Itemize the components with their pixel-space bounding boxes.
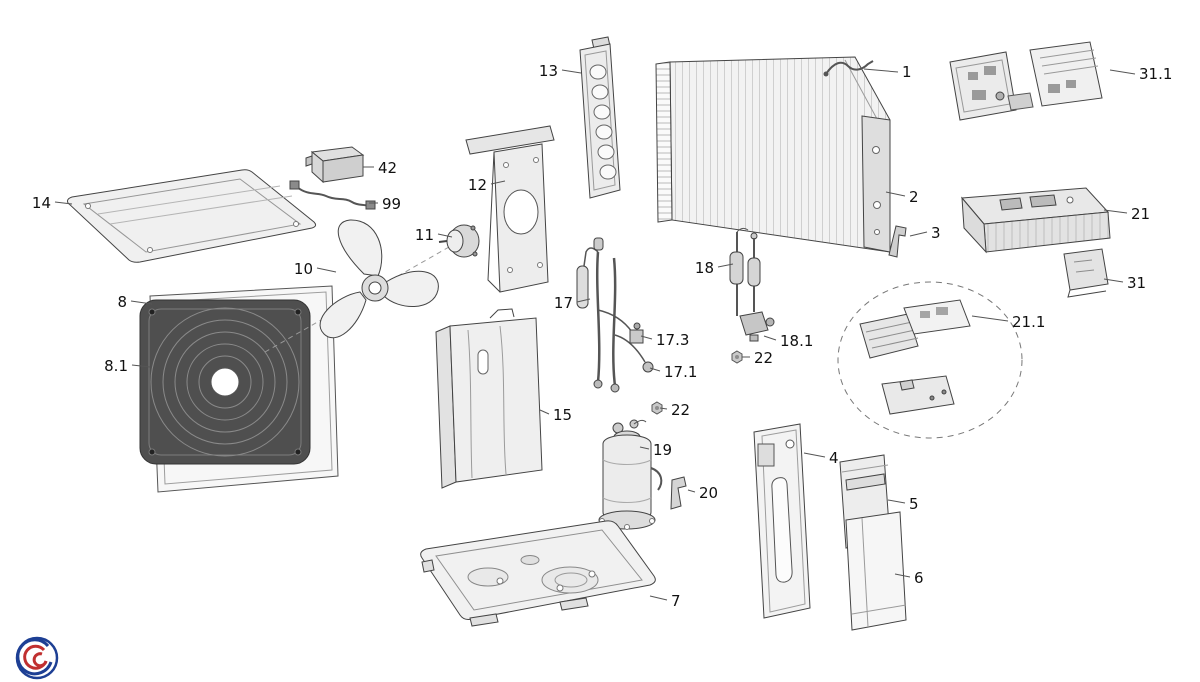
part-label-31-1: 31.1: [1139, 65, 1172, 83]
part-fan-grille-8-1: [139, 299, 311, 465]
part-side-net-panel-13: [579, 36, 621, 199]
part-sensor-wire-1: [823, 60, 874, 77]
part-label-18-1: 18.1: [780, 332, 813, 350]
part-label-10: 10: [294, 260, 313, 278]
part-valve-17-3: [629, 322, 644, 344]
part-valve-assembly-18: [729, 227, 775, 342]
part-clip-20: [670, 476, 687, 510]
part-label-5: 5: [909, 495, 919, 513]
part-nut-22-b: [651, 401, 663, 415]
part-label-19: 19: [653, 441, 672, 459]
part-pipe-assembly-17: [576, 237, 654, 393]
part-label-15: 15: [553, 406, 572, 424]
part-valve-18-1: [739, 311, 775, 342]
part-pcb-boards-31-1: [949, 41, 1103, 121]
part-label-22-b: 22: [671, 401, 690, 419]
part-compressor-19: [598, 419, 663, 530]
part-label-8-1: 8.1: [104, 357, 128, 375]
part-label-8: 8: [117, 293, 127, 311]
part-base-pan-7: [420, 520, 656, 627]
part-label-17: 17: [554, 294, 573, 312]
part-label-22-a: 22: [754, 349, 773, 367]
part-bracket-31: [1063, 248, 1109, 298]
part-condenser-coil-2: [655, 56, 891, 253]
part-label-11: 11: [415, 226, 434, 244]
part-wire-harness-99: [289, 180, 376, 210]
part-partition-panel-15: [435, 308, 543, 489]
part-fan-blade-10: [319, 219, 439, 339]
part-label-18: 18: [695, 259, 714, 277]
part-label-17-3: 17.3: [656, 331, 689, 349]
part-label-13: 13: [539, 62, 558, 80]
part-label-4: 4: [829, 449, 839, 467]
part-label-7: 7: [671, 592, 681, 610]
part-label-6: 6: [914, 569, 924, 587]
part-label-14: 14: [32, 194, 51, 212]
part-side-panel-4: [753, 423, 811, 619]
part-label-42: 42: [378, 159, 397, 177]
part-label-20: 20: [699, 484, 718, 502]
part-label-3: 3: [931, 224, 941, 242]
part-electrical-box-42: [305, 146, 365, 184]
part-label-12: 12: [468, 176, 487, 194]
part-detail-group-21-1: [837, 281, 1023, 439]
part-top-cover-14: [67, 169, 317, 263]
part-corner-panel-6: [845, 511, 907, 631]
part-label-2: 2: [909, 188, 919, 206]
part-bracket-3: [888, 225, 907, 258]
part-label-21: 21: [1131, 205, 1150, 223]
part-label-99: 99: [382, 195, 401, 213]
part-label-21-1: 21.1: [1012, 313, 1045, 331]
brand-logo-icon: [15, 636, 59, 680]
part-motor-bracket-12: [465, 125, 555, 293]
leader-lines: [54, 68, 1136, 601]
part-label-1: 1: [902, 63, 912, 81]
part-nut-22-a: [731, 350, 743, 364]
part-labels: 1 2 3 4 5 6 7 8 8.1 10 11 12 13 14 15 17…: [32, 62, 1173, 610]
part-fan-motor-11: [438, 224, 480, 258]
part-control-box-21: [960, 187, 1111, 254]
part-fitting-17-1: [642, 361, 654, 373]
part-label-17-1: 17.1: [664, 363, 697, 381]
part-label-31: 31: [1127, 274, 1146, 292]
